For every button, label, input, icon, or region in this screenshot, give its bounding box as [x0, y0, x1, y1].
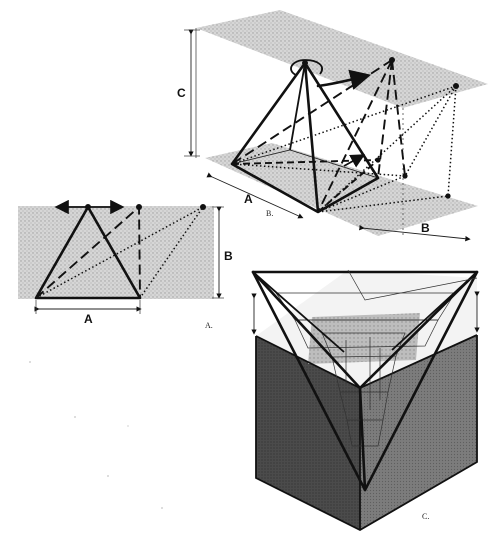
figure-b-label-b: B	[421, 221, 430, 235]
figure-b-apex-dot-2	[389, 57, 395, 63]
figure-c-pyramid-diagonals-thin	[252, 271, 478, 353]
figure-c-nested-layer-3	[321, 332, 406, 393]
figure-c-caption: C.	[422, 512, 429, 521]
figure-c-cube-right-face	[360, 335, 477, 530]
figure-b-shifted-apex-dashed	[231, 59, 406, 213]
figure-c-nested-layer-4	[339, 391, 389, 447]
figure-b-apex-dot	[302, 60, 308, 66]
figure-b-ground-dot-1	[375, 157, 381, 163]
figure-c-top-triangle	[251, 270, 479, 492]
figure-b-pyramid-edges	[230, 61, 380, 214]
figure-b-rotation-arrow	[290, 59, 323, 76]
figure-b-small-arrow	[343, 154, 366, 168]
figure-c-inner-verticals	[345, 337, 381, 410]
figure-a-ground-plane	[18, 206, 214, 299]
figure-a-pyramid-outline	[34, 205, 142, 300]
figure-b-far-apex-dotted	[231, 85, 457, 213]
figure-a-apex-dot	[85, 204, 91, 210]
figure-a: A B A.	[18, 199, 233, 330]
figure-b: C A B. B	[177, 10, 488, 242]
figure-b-lower-plane	[205, 143, 478, 236]
figure-b-apex-dot-3	[453, 83, 459, 89]
figure-b-ground-projection-dotted	[231, 163, 449, 213]
figure-b-dimension-b-line	[359, 225, 471, 242]
figure-b-ground-dot-3	[445, 193, 451, 199]
figure-b-upper-plane	[196, 10, 488, 108]
figure-c-cube-left-face	[256, 336, 360, 530]
figure-b-label-c: C	[177, 86, 186, 100]
figure-c: C.	[251, 269, 480, 532]
figure-c-top-face-apex	[347, 269, 478, 301]
figure-c-pyramid-diagonals	[251, 270, 479, 492]
figure-a-apex-dot-3	[200, 204, 206, 210]
figure-c-inner-square	[308, 313, 420, 364]
figure-b-label-a: A	[244, 192, 253, 206]
figure-b-pyramid-back-edge	[289, 62, 306, 151]
figure-b-motion-arrow	[316, 69, 372, 90]
paper-specks	[29, 361, 163, 509]
figure-b-caption: B.	[266, 209, 273, 218]
figure-b-ground-dot-2	[402, 173, 408, 179]
figure-c-nested-layer-2	[294, 319, 439, 349]
figure-a-label-b: B	[224, 249, 233, 263]
figure-a-caption: A.	[205, 321, 213, 330]
figure-a-apex-dot-2	[136, 204, 142, 210]
figure-a-label-a: A	[84, 312, 93, 326]
figure-b-dimension-a-line	[206, 172, 304, 219]
